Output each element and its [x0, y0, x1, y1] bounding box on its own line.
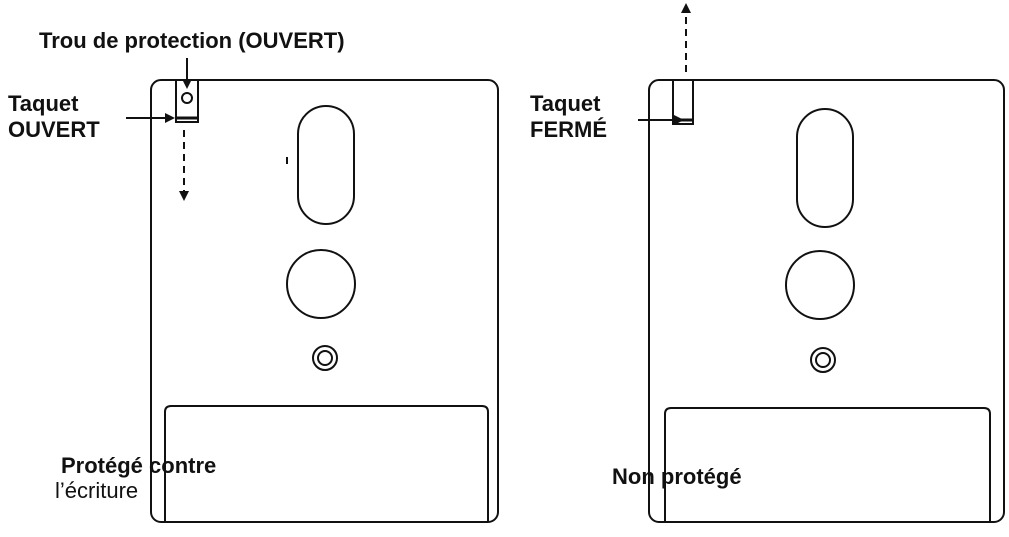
- protection-hole-label: Trou de protection (OUVERT): [39, 28, 345, 53]
- right-status-label: Non protégé: [612, 464, 742, 489]
- right-label-area: [664, 407, 991, 522]
- left-tab-label-line2: OUVERT: [8, 117, 100, 142]
- left-index-hole-inner: [317, 350, 333, 366]
- right-disk-body: [648, 79, 1005, 523]
- left-status-line2: l’écriture: [55, 478, 139, 503]
- right-protect-tab-box: [672, 79, 694, 125]
- left-index-hole-outer: [312, 345, 338, 371]
- left-protect-hole: [181, 92, 193, 104]
- left-status-line1: Protégé contre: [61, 453, 217, 478]
- right-arrows: [638, 3, 691, 125]
- right-hub: [785, 250, 855, 320]
- left-protect-tab-box: [175, 79, 199, 123]
- left-floppy-disk: [150, 79, 499, 523]
- left-tab-label-line1: Taquet: [8, 91, 79, 116]
- left-arrows: [126, 58, 192, 201]
- left-label-area: [164, 405, 489, 522]
- left-disk-body: [150, 79, 499, 523]
- left-head-window: [297, 105, 355, 225]
- right-tab-label-line1: Taquet: [530, 91, 601, 116]
- right-floppy-disk: [648, 79, 1005, 523]
- right-tab-label-line2: FERMÉ: [530, 117, 607, 142]
- right-index-hole-inner: [815, 352, 831, 368]
- left-hub: [286, 249, 356, 319]
- right-index-hole-outer: [810, 347, 836, 373]
- right-head-window: [796, 108, 854, 228]
